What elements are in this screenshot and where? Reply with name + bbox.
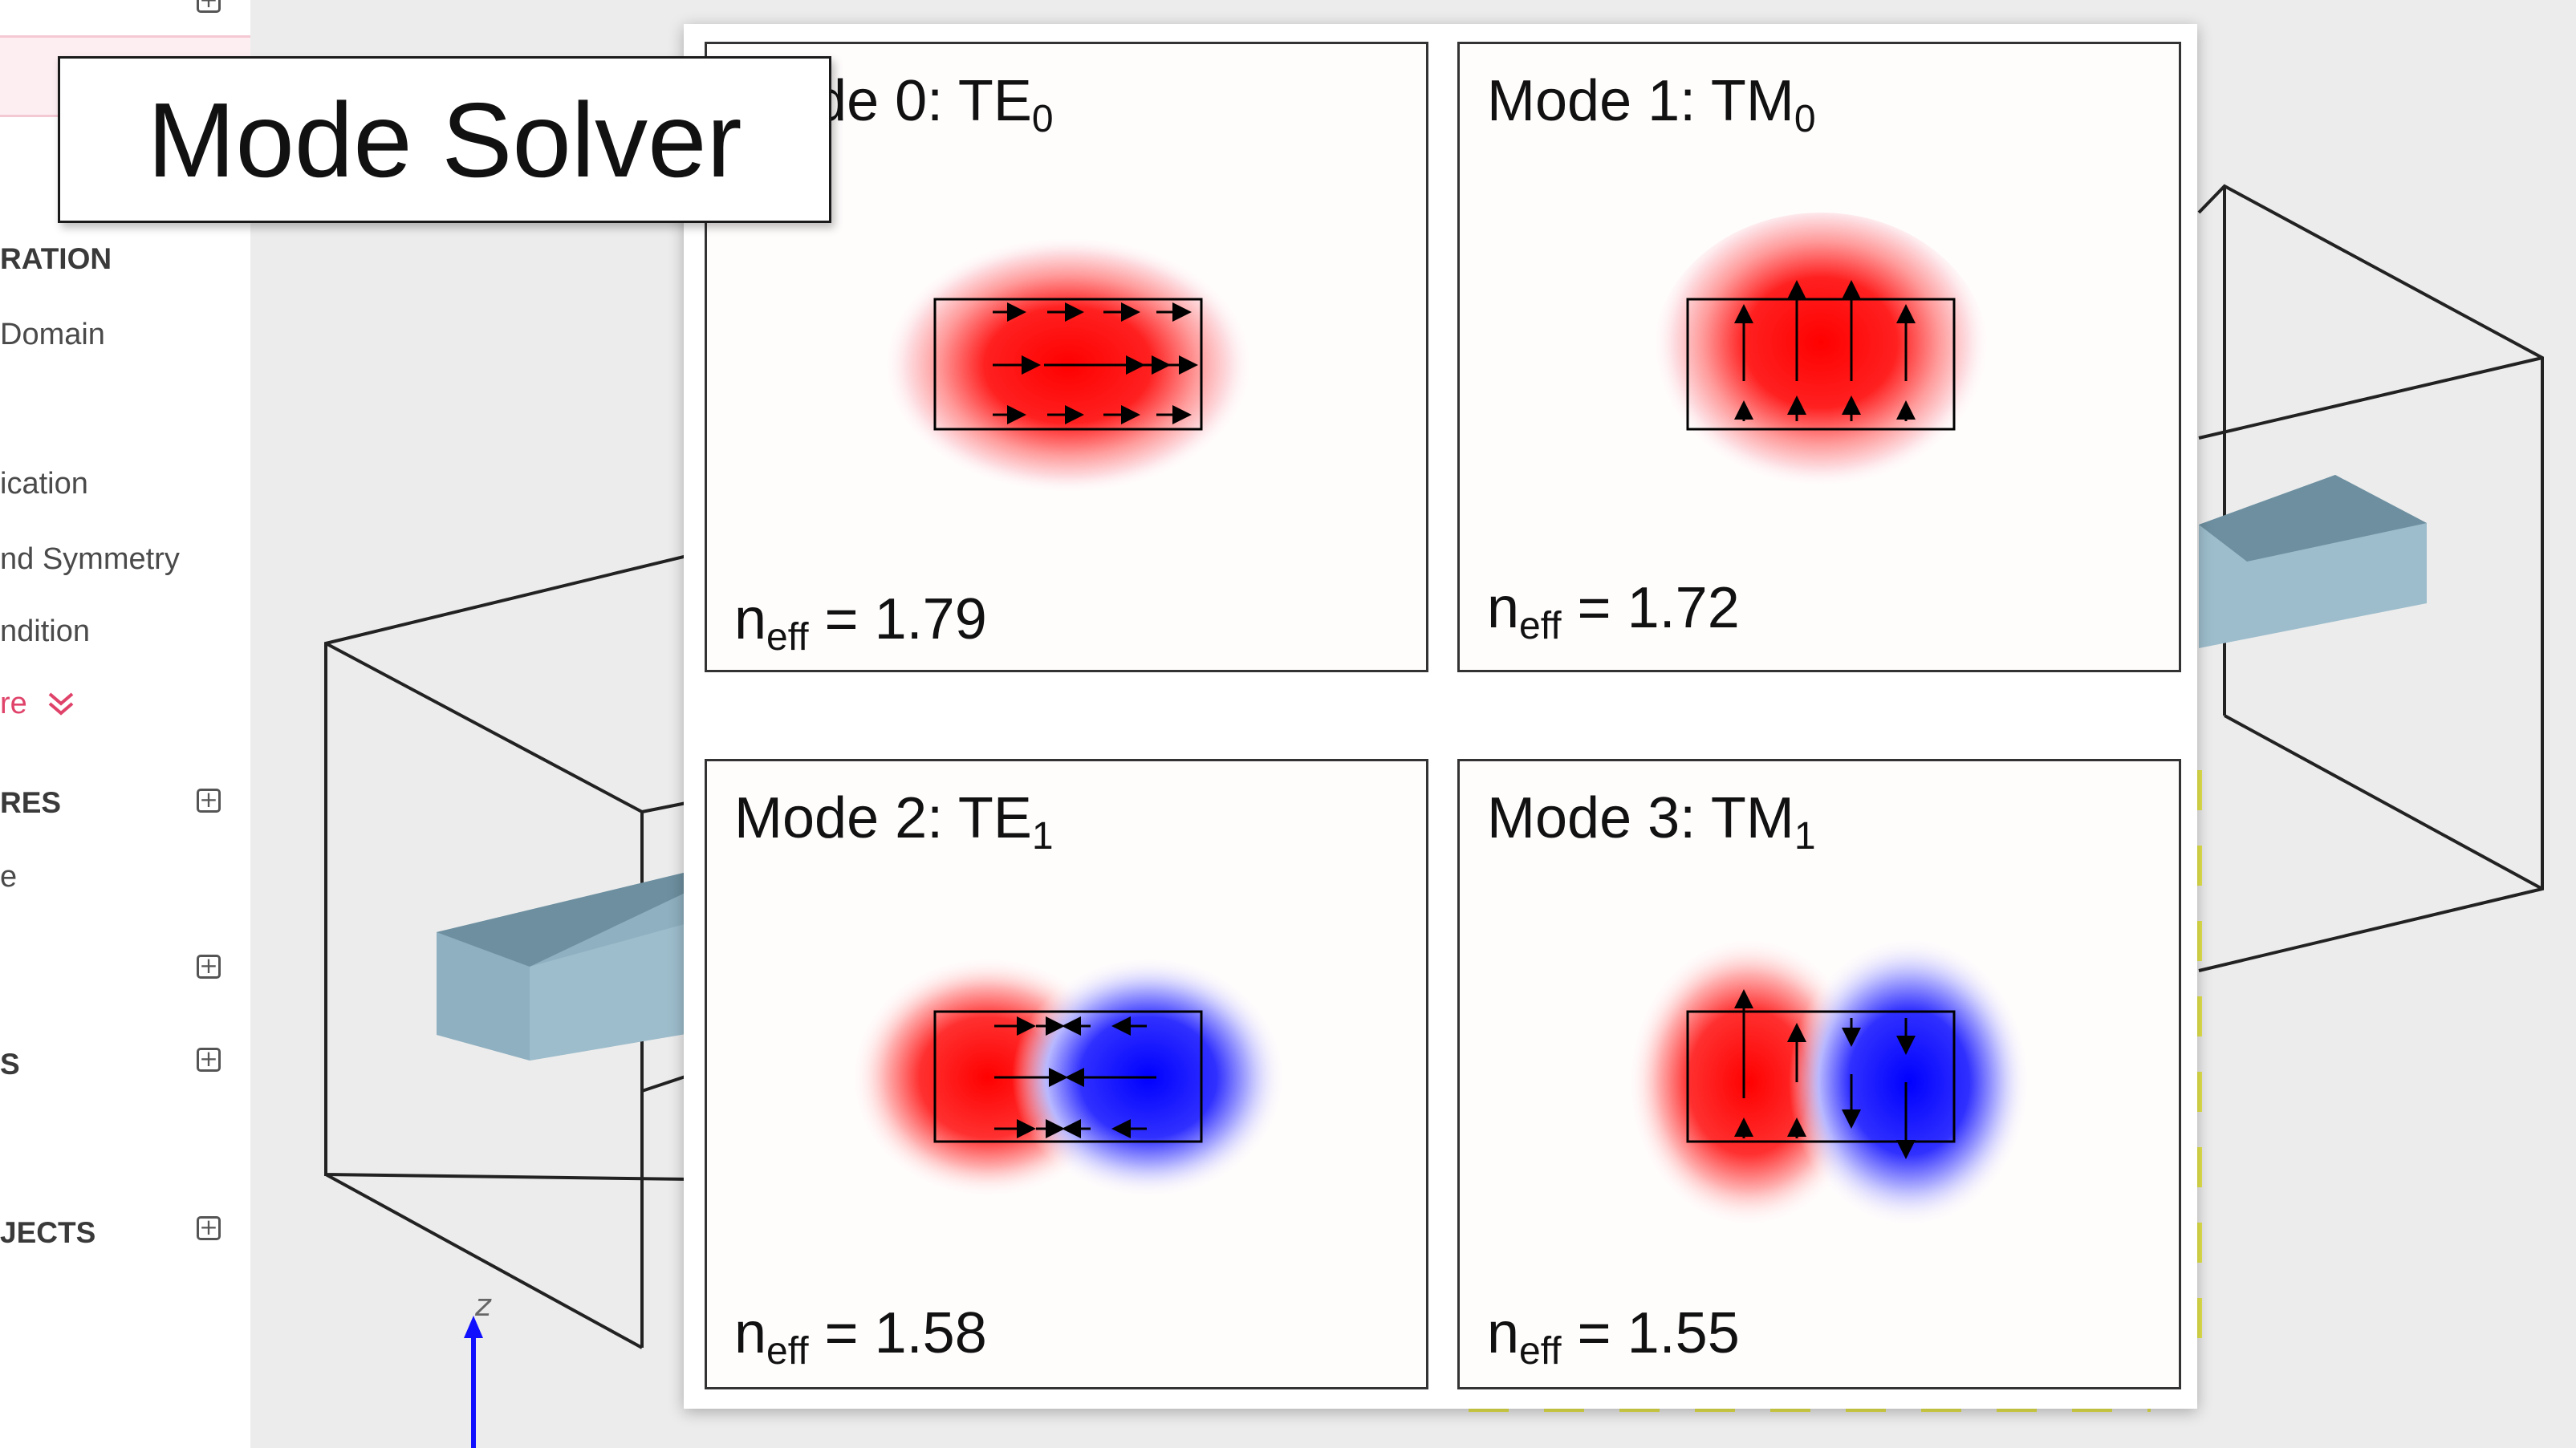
plus-square-icon[interactable]: + [197, 1048, 221, 1072]
mode-3-field-plot [1628, 938, 2030, 1227]
plus-square-icon[interactable]: + [197, 1216, 221, 1240]
mode-2-panel[interactable]: Mode 2: TE1 neff = 1.58 [705, 759, 1428, 1389]
sidebar-section-objects: JECTS [0, 1216, 96, 1249]
waveguide-end [2199, 475, 2427, 648]
more-label: re [0, 687, 27, 720]
page-title: Mode Solver [147, 80, 742, 199]
modes-panel: Mode 0: TE0 neff = 1.79 [684, 24, 2197, 1409]
mode-3-title: Mode 3: TM1 [1487, 786, 1816, 858]
plus-square-icon[interactable]: + [197, 0, 221, 13]
sidebar-item-structure[interactable]: e [0, 860, 18, 894]
z-axis-icon [464, 1316, 483, 1448]
mode-2-title: Mode 2: TE1 [734, 786, 1054, 858]
plus-square-icon[interactable]: + [197, 789, 221, 813]
sidebar-item-domain[interactable]: Domain [0, 318, 105, 351]
mode-2-neff: neff = 1.58 [734, 1301, 987, 1373]
mode-1-panel[interactable]: Mode 1: TM0 neff = 1.72 [1457, 42, 2181, 672]
sidebar-section-configuration: RATION [0, 242, 112, 275]
mode-3-neff: neff = 1.55 [1487, 1301, 1740, 1373]
axis-label: z [474, 1288, 492, 1323]
selection-outline [1469, 770, 2202, 1412]
sidebar-item-specification[interactable]: ication [0, 467, 88, 501]
sidebar-section-structures: RES [0, 786, 62, 819]
sidebar-item-condition[interactable]: ndition [0, 614, 90, 648]
sidebar: + RATION Domain ication nd Symmetry ndit… [0, 0, 250, 1448]
mode-1-title: Mode 1: TM0 [1487, 69, 1816, 140]
mode-1-neff: neff = 1.72 [1487, 576, 1740, 647]
mode-0-field-plot [884, 237, 1253, 493]
plus-square-icon[interactable]: + [197, 955, 221, 979]
sidebar-section-s: S [0, 1048, 20, 1081]
waveguide [437, 871, 690, 1061]
mode-3-panel[interactable]: Mode 3: TM1 neff = 1.55 [1457, 759, 2181, 1389]
mode-1-field-plot [1652, 213, 1989, 501]
sidebar-more-link[interactable]: re [0, 687, 75, 721]
sidebar-item-symmetry[interactable]: nd Symmetry [0, 542, 180, 576]
mode-0-neff: neff = 1.79 [734, 587, 987, 659]
double-chevron-down-icon [49, 692, 74, 716]
3d-viewport[interactable]: z [250, 0, 2576, 1448]
title-box: Mode Solver [58, 56, 831, 223]
mode-2-field-plot [851, 957, 1285, 1198]
